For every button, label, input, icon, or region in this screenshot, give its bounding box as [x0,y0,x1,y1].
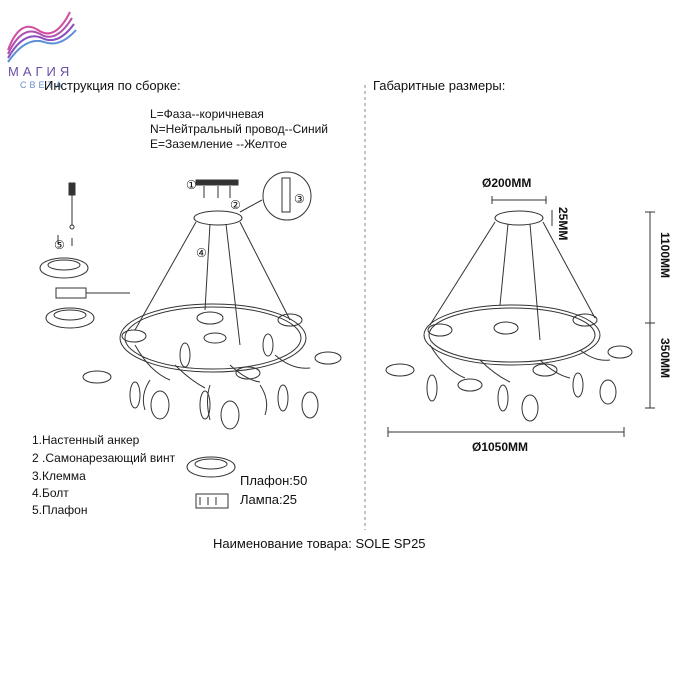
logo-sub: СВЕТА [20,80,65,90]
part-5: 5.Плафон [32,503,88,517]
wiring-line-n: N=Нейтральный провод--Синий [150,122,328,136]
dimensions-heading: Габаритные размеры: [373,78,506,93]
part-3: 3.Клемма [32,469,86,483]
part-1: 1.Настенный анкер [32,433,140,447]
callout-5: ⑤ [54,238,65,252]
wiring-line-l: L=Фаза--коричневая [150,107,264,121]
callout-1: ① [186,178,197,192]
dim-canopy-height: 25MM [556,207,570,241]
lamp-count: Лампа:25 [240,492,298,507]
dim-overall-diameter: Ø1050MM [472,440,529,454]
dim-cable-length: 1100MM [658,232,672,279]
callout-2: ② [230,198,241,212]
callout-3: ③ [294,192,305,206]
part-2: 2 .Самонарезающий винт [32,451,176,465]
logo-brand: МАГИЯ [8,64,74,79]
part-4: 4.Болт [32,486,69,500]
assembly-heading: Инструкция по сборке: [44,78,181,93]
plafon-count: Плафон:50 [240,473,308,488]
logo-waves-icon [7,11,77,63]
callout-4: ④ [196,246,207,260]
dim-body-height: 350MM [658,338,672,379]
product-name: Наименование товара: SOLE SP25 [213,536,426,551]
wiring-line-e: E=Заземление --Желтое [150,137,288,151]
dim-canopy-diameter: Ø200MM [482,176,532,190]
